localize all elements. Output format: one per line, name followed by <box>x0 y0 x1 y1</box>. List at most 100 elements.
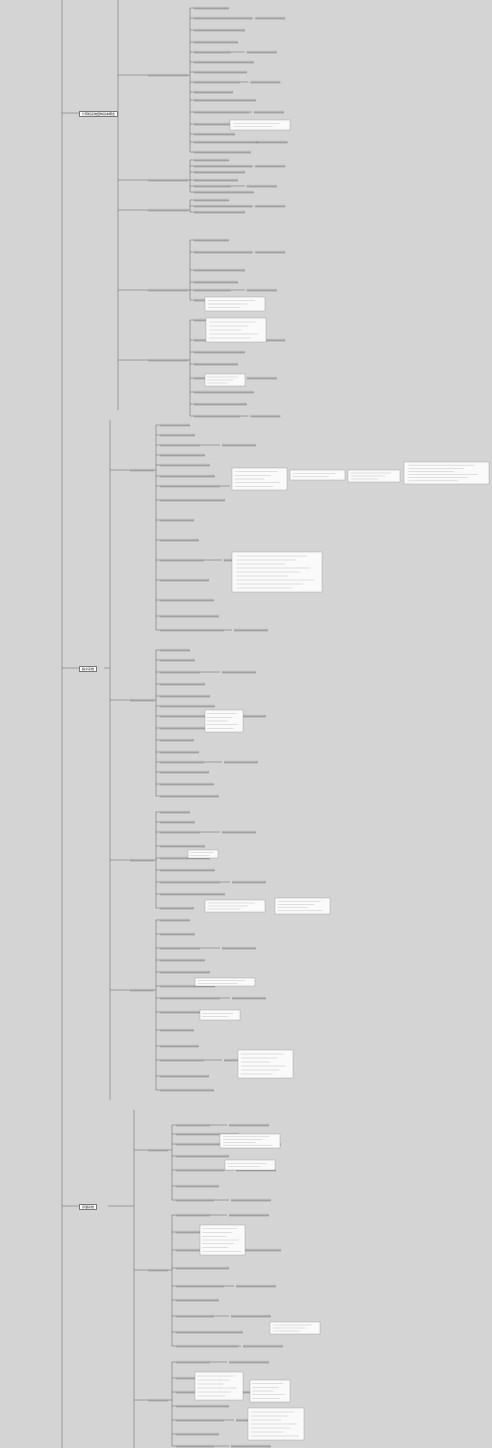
node-text-placeholder <box>229 1360 269 1363</box>
node-text-placeholder <box>130 698 154 701</box>
node-text-placeholder <box>130 988 154 991</box>
node-text-placeholder <box>160 1058 204 1061</box>
node-text-placeholder <box>160 918 190 921</box>
node-text-placeholder <box>232 996 266 999</box>
node-text-placeholder <box>160 614 219 617</box>
node-text-placeholder <box>148 358 188 361</box>
node-text-placeholder <box>160 820 195 823</box>
root-topic-1-label: 计算机系统结构基本概念 <box>82 112 116 116</box>
node-text-placeholder <box>176 1154 229 1157</box>
node-text-placeholder <box>176 1444 214 1447</box>
node-text-placeholder <box>160 958 205 961</box>
node-text-placeholder <box>160 682 205 685</box>
node-text-placeholder <box>160 726 225 729</box>
node-text-placeholder <box>160 578 209 581</box>
root-topic-1[interactable]: 计算机系统结构基本概念 <box>79 111 119 117</box>
node-text-placeholder <box>194 50 231 53</box>
node-text-placeholder <box>176 1142 234 1145</box>
image-thumbnail <box>237 1049 294 1079</box>
node-text-placeholder <box>194 198 229 201</box>
node-text-placeholder <box>176 1168 224 1171</box>
node-text-placeholder <box>255 250 286 253</box>
root-topic-3[interactable]: 存储系统 <box>79 1204 98 1210</box>
node-text-placeholder <box>160 443 200 446</box>
node-text-placeholder <box>194 184 231 187</box>
node-text-placeholder <box>194 158 229 161</box>
node-text-placeholder <box>176 1284 224 1287</box>
node-text-placeholder <box>194 280 238 283</box>
node-text-placeholder <box>130 858 154 861</box>
node-text-placeholder <box>160 750 199 753</box>
node-text-placeholder <box>160 598 214 601</box>
node-text-placeholder <box>246 376 277 379</box>
node-text-placeholder <box>160 844 205 847</box>
node-text-placeholder <box>194 150 251 153</box>
node-text-placeholder <box>160 996 220 999</box>
node-text-placeholder <box>229 1123 269 1126</box>
image-thumbnail <box>194 1371 244 1401</box>
node-text-placeholder <box>229 1213 269 1216</box>
node-text-placeholder <box>254 110 284 113</box>
node-text-placeholder <box>231 1314 271 1317</box>
node-text-placeholder <box>222 443 256 446</box>
node-text-placeholder <box>176 1360 210 1363</box>
node-text-placeholder <box>148 1148 168 1151</box>
image-thumbnail <box>199 1009 241 1021</box>
node-text-placeholder <box>176 1344 238 1347</box>
image-thumbnail <box>194 977 256 987</box>
node-text-placeholder <box>160 1044 199 1047</box>
node-text-placeholder <box>160 782 214 785</box>
node-text-placeholder <box>160 694 210 697</box>
node-text-placeholder <box>222 830 256 833</box>
connector-lines <box>61 0 288 1448</box>
node-text-placeholder <box>194 40 238 43</box>
node-text-placeholder <box>160 463 210 466</box>
node-text-placeholder <box>257 140 288 143</box>
node-text-placeholder <box>160 714 220 717</box>
image-thumbnail <box>224 1159 276 1171</box>
node-text-placeholder <box>194 90 233 93</box>
node-text-placeholder <box>176 1330 243 1333</box>
node-text-placeholder <box>194 238 229 241</box>
node-text-placeholder <box>246 288 277 291</box>
node-text-placeholder <box>148 73 188 76</box>
embedded-image-thumbnails <box>130 6 490 1447</box>
node-text-placeholder <box>250 414 281 417</box>
node-text-placeholder <box>160 856 210 859</box>
node-text-placeholder <box>194 350 245 353</box>
node-text-placeholder <box>194 204 252 207</box>
node-text-placeholder <box>160 810 190 813</box>
root-topic-2[interactable]: 指令系统 <box>79 666 98 672</box>
node-text-placeholder <box>250 80 281 83</box>
node-text-placeholder <box>255 164 286 167</box>
node-text-placeholder <box>232 714 266 717</box>
node-text-placeholder <box>176 1266 229 1269</box>
node-text-placeholder <box>160 453 205 456</box>
node-text-placeholder <box>176 1418 224 1421</box>
node-text-placeholder <box>194 28 245 31</box>
node-text-placeholder <box>160 906 194 909</box>
node-text-placeholder <box>148 1398 168 1401</box>
node-text-placeholder <box>160 1088 214 1091</box>
node-text-placeholder <box>194 132 235 135</box>
node-text-placeholder <box>176 1314 214 1317</box>
node-text-placeholder <box>160 484 220 487</box>
node-text-placeholder <box>160 892 225 895</box>
root-topic-3-label: 存储系统 <box>82 1205 95 1209</box>
node-text-placeholder <box>222 946 256 949</box>
node-text-placeholder <box>160 474 215 477</box>
node-text-placeholder <box>224 760 258 763</box>
image-thumbnail <box>219 1133 281 1149</box>
node-text-placeholder <box>160 538 199 541</box>
node-text-placeholder <box>160 1028 194 1031</box>
node-text-placeholder <box>148 288 188 291</box>
node-text-placeholder <box>160 868 215 871</box>
node-text-placeholder <box>160 760 204 763</box>
image-thumbnail <box>289 469 346 481</box>
node-text-placeholder <box>176 1184 219 1187</box>
node-text-placeholder <box>194 164 252 167</box>
node-text-placeholder <box>194 178 238 181</box>
node-text-placeholder <box>160 1074 209 1077</box>
node-text-placeholder <box>231 1198 271 1201</box>
